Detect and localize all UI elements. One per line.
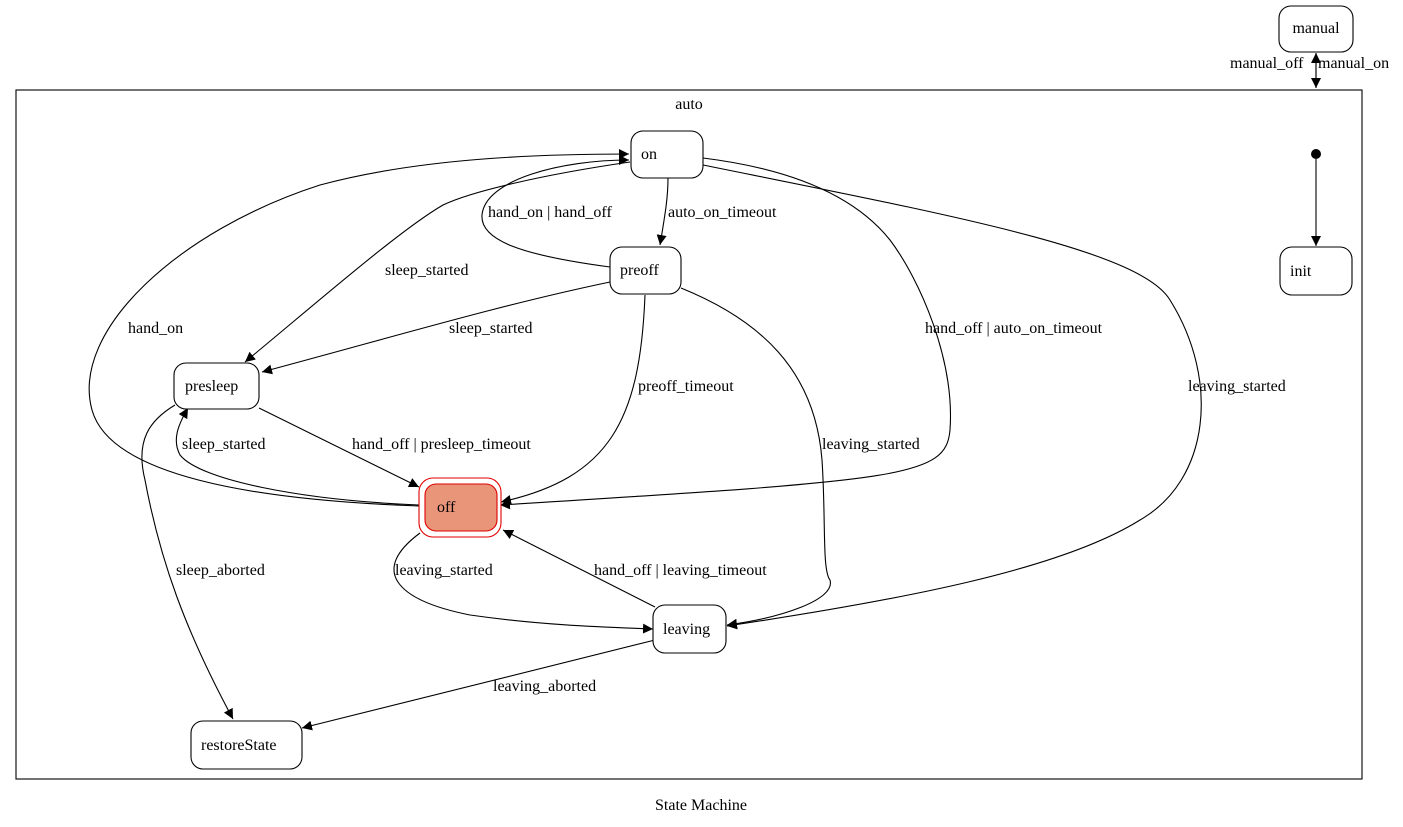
edge-preoff-on	[481, 155, 630, 268]
state-manual[interactable]: manual	[1278, 5, 1354, 53]
edge-off-leaving	[393, 532, 654, 634]
edge-preoff-presleep	[261, 281, 611, 375]
edge-on-leaving	[702, 164, 1202, 630]
state-label-manual: manual	[1292, 20, 1340, 37]
state-init[interactable]: init	[1279, 246, 1353, 296]
label-presleep-off: hand_off | presleep_timeout	[352, 436, 531, 453]
label-preoff-leaving: leaving_started	[822, 436, 920, 453]
label-preoff-on: hand_on | hand_off	[488, 204, 612, 221]
label-manual-on: manual_on	[1318, 55, 1389, 72]
edge-on-preoff	[656, 177, 669, 246]
state-label-on: on	[641, 146, 657, 163]
edge-leaving-off	[502, 529, 656, 608]
label-preoff-presleep: sleep_started	[449, 320, 533, 337]
label-manual-off: manual_off	[1230, 55, 1304, 72]
label-on-off: hand_off | auto_on_timeout	[925, 320, 1103, 337]
state-preoff[interactable]: preoff	[609, 246, 682, 295]
state-presleep[interactable]: presleep	[173, 362, 260, 410]
edge-preoff-off	[500, 294, 646, 505]
state-leaving[interactable]: leaving	[652, 604, 727, 654]
auto-cluster-frame	[15, 89, 1363, 780]
state-off[interactable]: off	[418, 477, 502, 538]
label-off-leaving: leaving_started	[395, 562, 493, 579]
auto-cluster-label: auto	[675, 96, 703, 113]
edge-preoff-leaving	[680, 287, 831, 629]
label-leaving-restore: leaving_aborted	[493, 678, 596, 695]
state-on[interactable]: on	[630, 130, 704, 179]
state-restoreState[interactable]: restoreState	[190, 720, 303, 770]
label-leaving-off: hand_off | leaving_timeout	[594, 562, 767, 579]
label-on-leaving: leaving_started	[1188, 378, 1286, 395]
edge-off-on	[88, 149, 630, 507]
state-label-restoreState: restoreState	[201, 737, 277, 754]
state-label-off: off	[437, 499, 456, 516]
edge-on-off	[499, 157, 952, 510]
state-label-leaving: leaving	[663, 621, 710, 638]
state-label-preoff: preoff	[620, 262, 659, 279]
edge-presleep-off	[258, 407, 420, 488]
label-on-presleep: sleep_started	[385, 262, 469, 279]
edge-leaving-restore	[301, 639, 656, 731]
edge-off-presleep	[175, 407, 420, 506]
state-label-presleep: presleep	[185, 378, 238, 395]
label-off-presleep: sleep_started	[182, 436, 266, 453]
label-off-on: hand_on	[128, 320, 183, 337]
label-on-preoff: auto_on_timeout	[668, 204, 777, 221]
diagram-caption: State Machine	[655, 797, 747, 814]
edge-on-presleep	[244, 161, 631, 363]
state-label-init: init	[1290, 263, 1312, 280]
label-presleep-restore: sleep_aborted	[176, 562, 265, 579]
initial-state-dot	[1311, 149, 1321, 159]
label-preoff-off: preoff_timeout	[638, 378, 734, 395]
edge-presleep-restore	[141, 404, 234, 720]
